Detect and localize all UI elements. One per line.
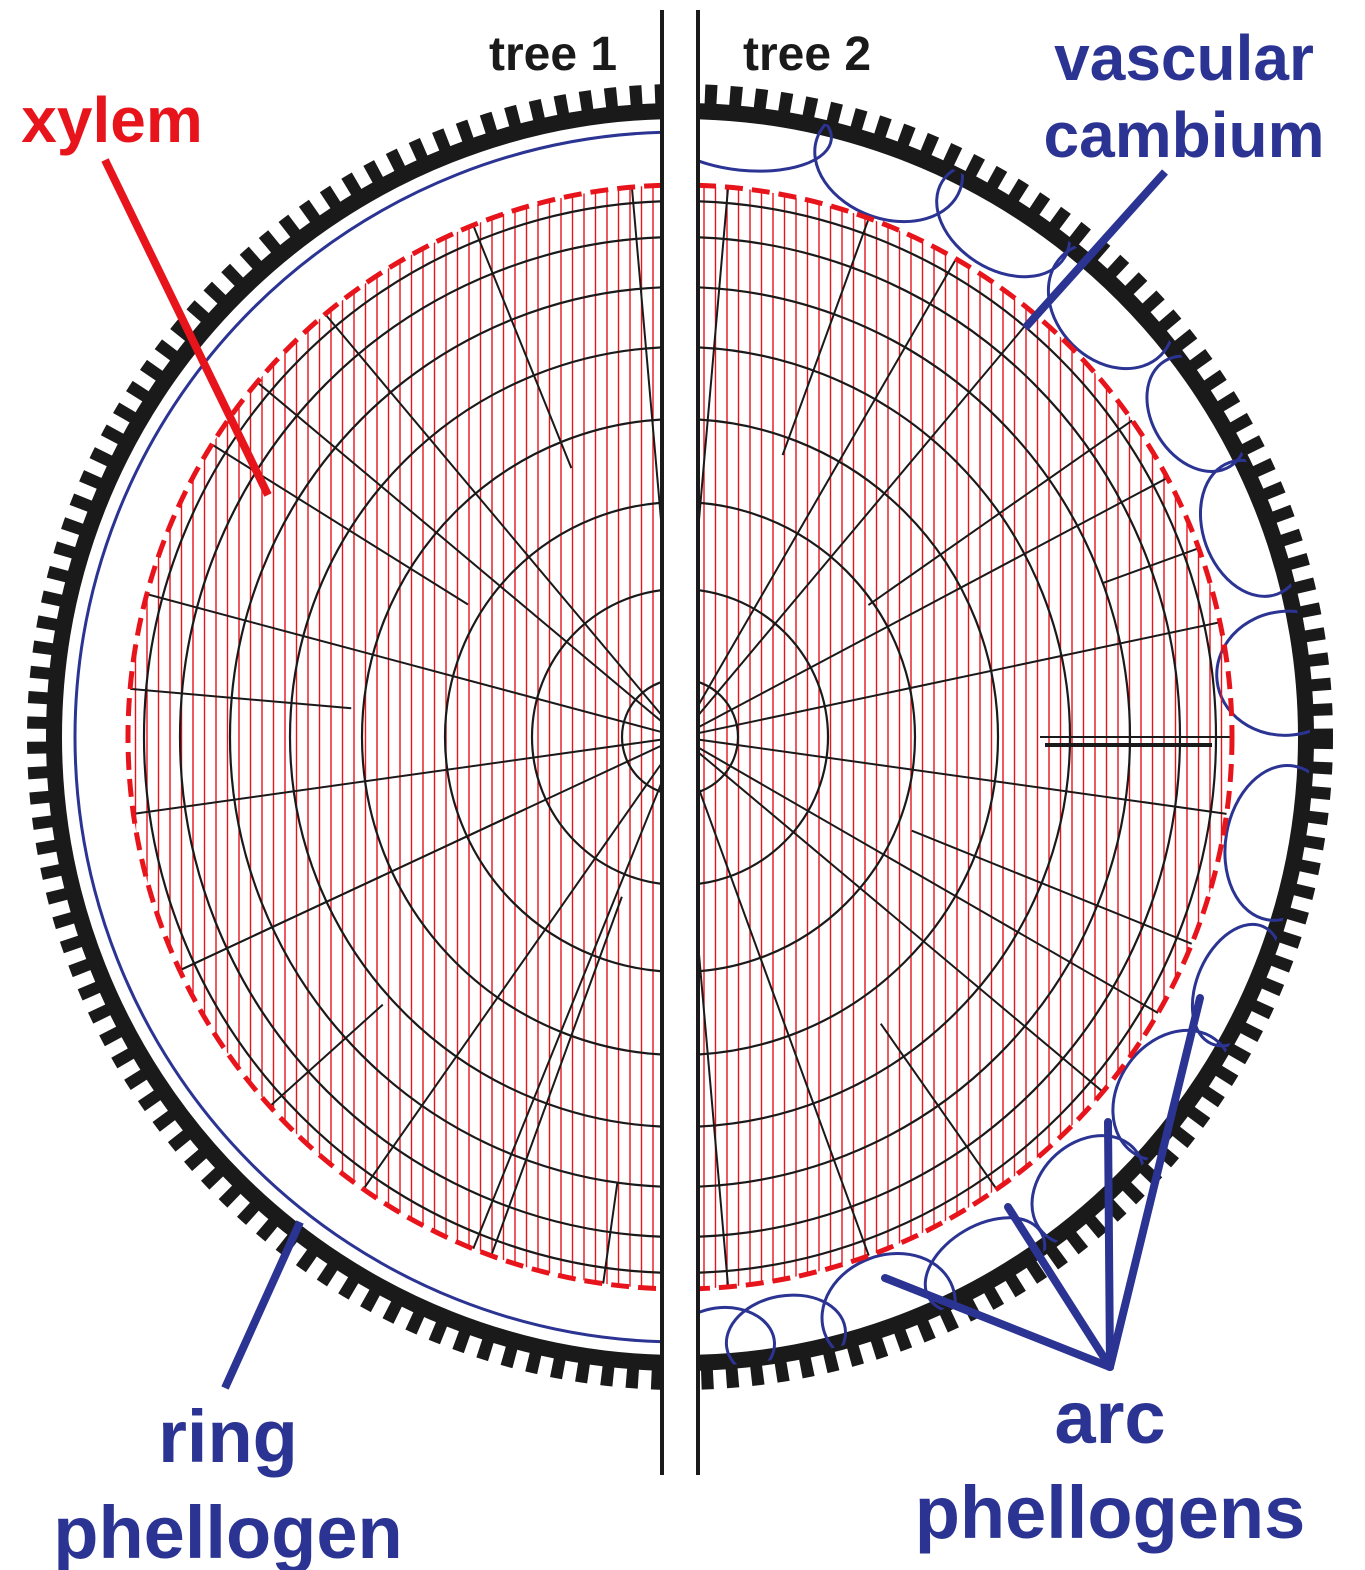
ray-line xyxy=(269,1003,384,1108)
ray-line xyxy=(602,1182,619,1284)
ray-line xyxy=(700,736,1159,1014)
ray-line xyxy=(867,419,1133,606)
ray-line xyxy=(781,217,870,456)
ray-line xyxy=(879,1023,998,1190)
ray-line xyxy=(146,593,660,738)
vascular-cambium-pointer xyxy=(1022,169,1168,331)
ring-phellogen-label-line1: ring xyxy=(158,1395,298,1478)
ring-phellogen-label-line2: phellogen xyxy=(53,1491,402,1570)
ray-line xyxy=(700,621,1221,738)
vascular-cambium-label-line2: cambium xyxy=(1044,99,1325,171)
ray-line xyxy=(700,736,870,1257)
growth-ring xyxy=(443,500,660,974)
ring-phellogen-pointer xyxy=(221,1220,304,1390)
ray-line xyxy=(256,381,660,738)
ray-line xyxy=(472,736,660,1250)
growth-ring xyxy=(178,235,660,1239)
ray-line xyxy=(324,313,660,738)
arc-phellogen xyxy=(1215,609,1311,737)
arc-phellogens-group xyxy=(700,107,1311,1367)
xylem-boundary xyxy=(125,182,660,1292)
ray-line xyxy=(700,187,730,738)
ray-line xyxy=(700,313,1036,738)
bark-right xyxy=(700,84,1333,1390)
ray-line xyxy=(911,829,1193,945)
growth-ring xyxy=(700,677,740,797)
arc-phellogen xyxy=(700,107,833,173)
arc-phellogen xyxy=(1223,764,1311,922)
growth-ring xyxy=(700,417,1000,1057)
xylem-pointer xyxy=(101,158,272,497)
growth-ring xyxy=(700,345,1072,1129)
ray-line xyxy=(130,687,352,710)
ray-line xyxy=(179,736,660,972)
xylem-boundary xyxy=(700,182,1235,1292)
ray-line xyxy=(763,1128,795,1277)
ray-line xyxy=(490,896,623,1257)
arc-phellogens-pointers xyxy=(881,994,1204,1371)
growth-ring xyxy=(530,587,660,887)
tree-1-label: tree 1 xyxy=(489,28,617,81)
growth-ring xyxy=(700,587,830,887)
ray-line xyxy=(1102,547,1200,585)
bark-left xyxy=(27,84,660,1390)
growth-ring xyxy=(288,345,660,1129)
xylem-label: xylem xyxy=(21,84,202,156)
tree-2-label: tree 2 xyxy=(743,28,871,81)
growth-ring xyxy=(620,677,660,797)
ray-line xyxy=(700,476,1168,738)
ray-line xyxy=(700,258,957,738)
ray-line xyxy=(630,187,660,738)
growth-ring xyxy=(700,500,917,974)
xylem-right xyxy=(700,182,1235,1292)
ray-line xyxy=(133,736,660,815)
growth-ring xyxy=(228,285,660,1189)
ring-phellogen-line xyxy=(73,130,660,1344)
growth-ring xyxy=(700,235,1182,1239)
ray-line xyxy=(700,736,1104,1093)
growth-ring xyxy=(142,199,660,1275)
arc-phellogen xyxy=(724,1293,847,1367)
arc-phellogens-label-line2: phellogens xyxy=(915,1471,1306,1554)
ray-line xyxy=(362,736,660,1190)
ray-line xyxy=(700,736,730,1287)
ray-line xyxy=(700,736,1227,815)
arc-phellogen xyxy=(700,1305,776,1367)
arc-phellogens-label-line1: arc xyxy=(1054,1376,1165,1459)
ray-line xyxy=(472,224,573,469)
vascular-cambium-label-line1: vascular xyxy=(1054,22,1314,94)
growth-ring xyxy=(360,417,660,1057)
